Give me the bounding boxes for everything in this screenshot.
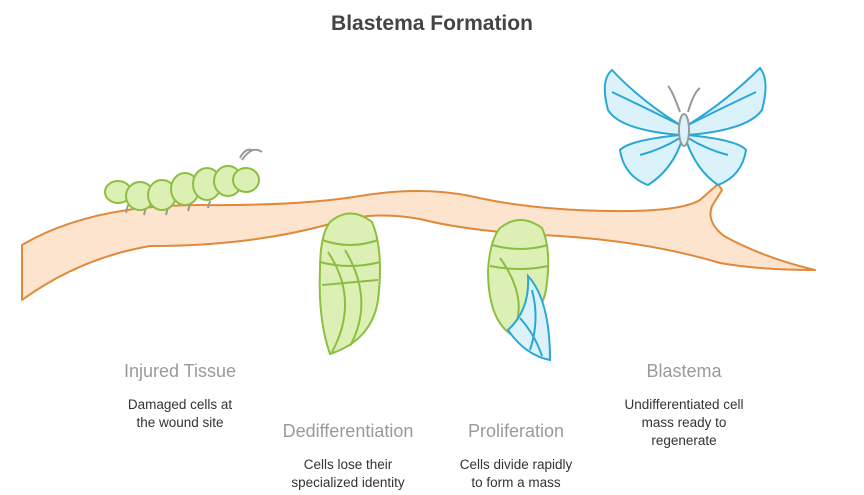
stage-label-proliferation: Proliferation [467, 421, 565, 441]
stage-label-blastema: Blastema [646, 361, 722, 381]
diagram-title: Blastema Formation [331, 12, 533, 35]
desc-line: Cells lose their [303, 457, 393, 472]
desc-line: the wound site [136, 415, 224, 430]
desc-line: Cells divide rapidly [459, 457, 573, 472]
desc-line: to form a mass [471, 475, 561, 490]
desc-line: Damaged cells at [127, 397, 233, 412]
chrysalis-1 [318, 212, 381, 356]
stage-desc-injured-tissue: Damaged cells at the wound site [80, 396, 280, 432]
desc-line: mass ready to [641, 415, 727, 430]
desc-line: regenerate [651, 433, 717, 448]
stage-desc-dedifferentiation: Cells lose their specialized identity [248, 456, 448, 492]
stage-label-dedifferentiation: Dedifferentiation [282, 421, 414, 441]
stage-label-injured-tissue: Injured Tissue [123, 361, 237, 381]
butterfly [603, 66, 767, 187]
stage-desc-blastema: Undifferentiated cell mass ready to rege… [584, 396, 784, 450]
desc-line: Undifferentiated cell [624, 397, 744, 412]
desc-line: specialized identity [291, 475, 405, 490]
chrysalis-2 [486, 219, 552, 362]
caterpillar [104, 148, 263, 216]
stage-desc-proliferation: Cells divide rapidly to form a mass [416, 456, 616, 492]
